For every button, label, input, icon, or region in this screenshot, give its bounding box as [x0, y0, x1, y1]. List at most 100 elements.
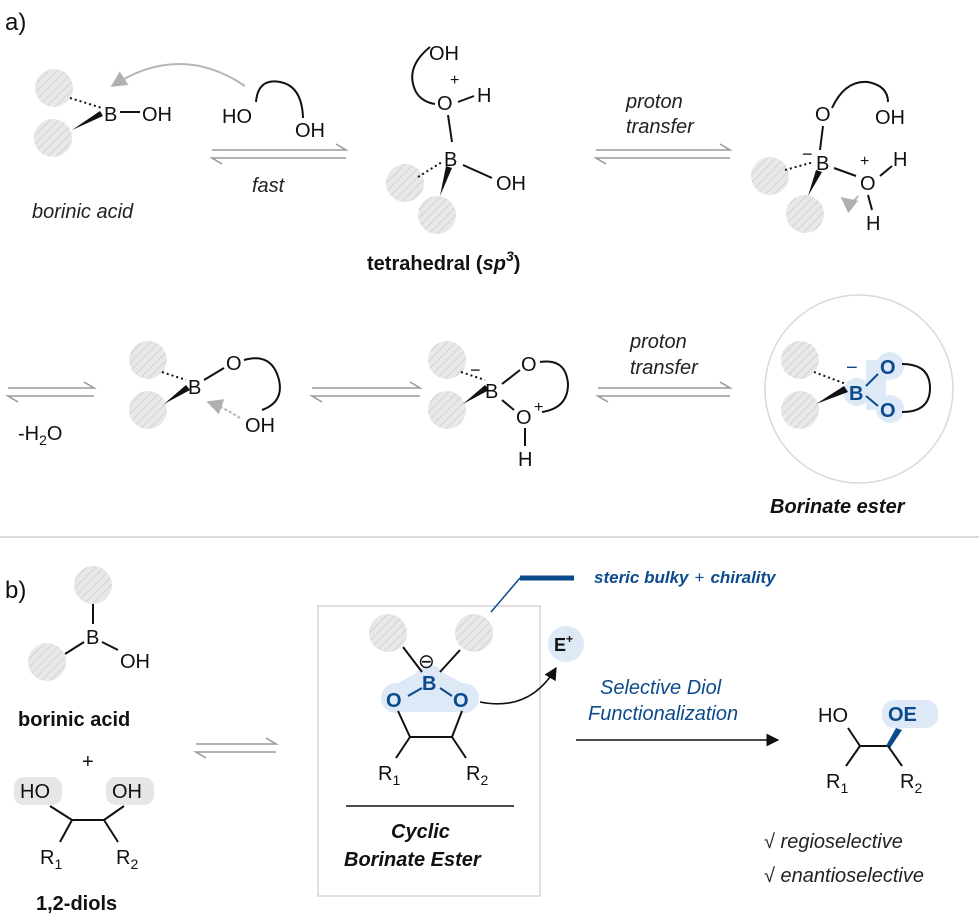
- hydroxyl-atom: OH: [112, 781, 142, 803]
- r2-subscript: 2: [130, 856, 138, 872]
- hydrogen-atom: H: [518, 449, 532, 471]
- substituent-circle: [386, 164, 424, 202]
- curved-arrow-attack: [110, 63, 246, 87]
- bond-line: [865, 395, 879, 407]
- substituent-circle: [781, 391, 819, 429]
- r1-subscript: 1: [54, 856, 62, 872]
- bond-line: [407, 687, 423, 697]
- substituent-circle: [751, 157, 789, 195]
- electrophile-atom: E+: [554, 632, 573, 655]
- diol-backbone: [255, 80, 304, 119]
- oxonium-atom: O: [516, 407, 532, 429]
- boron-highlight: [843, 378, 871, 406]
- diol-structure-a: HO OH: [222, 80, 325, 142]
- substituent-circle: [74, 566, 112, 604]
- bond-line: [395, 736, 411, 759]
- bond-line: [397, 710, 411, 738]
- wedge-bond: [164, 385, 190, 404]
- wedge-bond: [816, 386, 848, 404]
- plus-charge: +: [450, 72, 459, 89]
- hydroxyl-atom: OH: [245, 415, 275, 437]
- ring-highlight: [866, 360, 886, 410]
- r-text: R: [826, 771, 840, 793]
- bond-line: [833, 167, 857, 177]
- curved-arrow-electrophile: [479, 666, 557, 705]
- wedge-bond: [808, 170, 822, 196]
- cyclic-borinate-ester-box: ⊖ B O O R1 R2 Cyclic Borinate Ester: [317, 605, 541, 897]
- oe-highlight: [882, 700, 938, 728]
- ring-highlight: [396, 666, 464, 712]
- r-text: R: [116, 847, 130, 869]
- tether-bond: [901, 363, 932, 413]
- tetrahedral-label: tetrahedral (sp3): [367, 248, 520, 275]
- bond-line: [501, 399, 515, 411]
- oxygen-atom: O: [226, 353, 242, 375]
- bond-line: [865, 373, 879, 387]
- hashed-bond: [460, 371, 486, 381]
- bond-line: [847, 727, 861, 747]
- hydroxyl-highlight: [106, 777, 154, 805]
- steric-callout: steric bulky+chirality: [490, 568, 777, 613]
- plus-charge: +: [860, 153, 869, 170]
- bond-line: [402, 646, 423, 673]
- substituent-circle: [781, 341, 819, 379]
- circled-minus-charge: ⊖: [418, 651, 435, 673]
- steric-plus: +: [695, 568, 705, 587]
- bond-line: [819, 125, 824, 151]
- tether-bond: [411, 46, 436, 105]
- protonated-borinate-structure: − B O O + H: [428, 341, 570, 471]
- wedge-bond: [440, 166, 452, 196]
- hydroxyl-atom: HO: [222, 106, 252, 128]
- oxygen-atom-blue: O: [386, 690, 402, 712]
- equilibrium-arrow-1: fast: [209, 143, 349, 197]
- boron-atom: B: [86, 627, 99, 649]
- bond-line: [203, 367, 225, 381]
- r2-group: R2: [900, 771, 922, 796]
- hydroxyl-atom: OH: [875, 107, 905, 129]
- r-text: R: [40, 847, 54, 869]
- hashed-bond: [161, 371, 187, 381]
- selective-label-1: Selective Diol: [600, 677, 722, 699]
- hydroxyl-atom: OH: [142, 104, 172, 126]
- curved-arrow-proton: [840, 195, 859, 214]
- bond-line: [887, 745, 903, 767]
- bond-line: [101, 641, 119, 651]
- dashed-arrow-attack: [206, 399, 241, 419]
- equilibrium-arrow-3: -H2O: [5, 381, 97, 448]
- electrophile: E+: [479, 626, 584, 705]
- fast-label: fast: [252, 175, 286, 197]
- enantioselective-label: √ enantioselective: [764, 865, 924, 887]
- bond-line: [439, 649, 461, 673]
- hydrogen-atom: H: [477, 85, 491, 107]
- proton-transfer-label-2a: proton: [629, 331, 687, 353]
- boron-atom-blue: B: [422, 673, 436, 695]
- oxygen-atom-blue: O: [880, 357, 896, 379]
- r2-subscript: 2: [914, 780, 922, 796]
- borinic-acid-label-b: borinic acid: [18, 709, 130, 731]
- boron-atom-blue: B: [849, 383, 863, 405]
- equilibrium-arrow-5: proton transfer: [595, 331, 733, 403]
- borinic-acid-structure-b: B OH borinic acid +: [18, 566, 150, 773]
- product-structure: HO OE R1 R2: [818, 700, 938, 796]
- panel-label-b: b): [5, 577, 26, 604]
- r-text: R: [466, 763, 480, 785]
- bond-line: [451, 710, 463, 738]
- boron-atom: B: [816, 153, 829, 175]
- proton-transfer-label-1b: transfer: [626, 116, 695, 138]
- oxonium-atom: O: [437, 93, 453, 115]
- tetrahedral-intermediate: OH + O H B OH tetrahedral (sp3): [367, 43, 526, 275]
- substituent-circle: [418, 196, 456, 234]
- substituent-circle: [129, 341, 167, 379]
- panel-label-a: a): [5, 9, 26, 36]
- minus-h-text: -H: [18, 423, 39, 445]
- borinate-ester-label: Borinate ester: [770, 496, 906, 518]
- bond-line: [103, 805, 125, 821]
- bond-line: [879, 165, 893, 177]
- r1-subscript: 1: [840, 780, 848, 796]
- hydroxyl-atom: HO: [818, 705, 848, 727]
- oxonium-atom: O: [860, 173, 876, 195]
- bold-bond: [886, 728, 902, 748]
- diols-label: 1,2-diols: [36, 893, 117, 915]
- substituent-circle: [35, 69, 73, 107]
- substituent-circle: [129, 391, 167, 429]
